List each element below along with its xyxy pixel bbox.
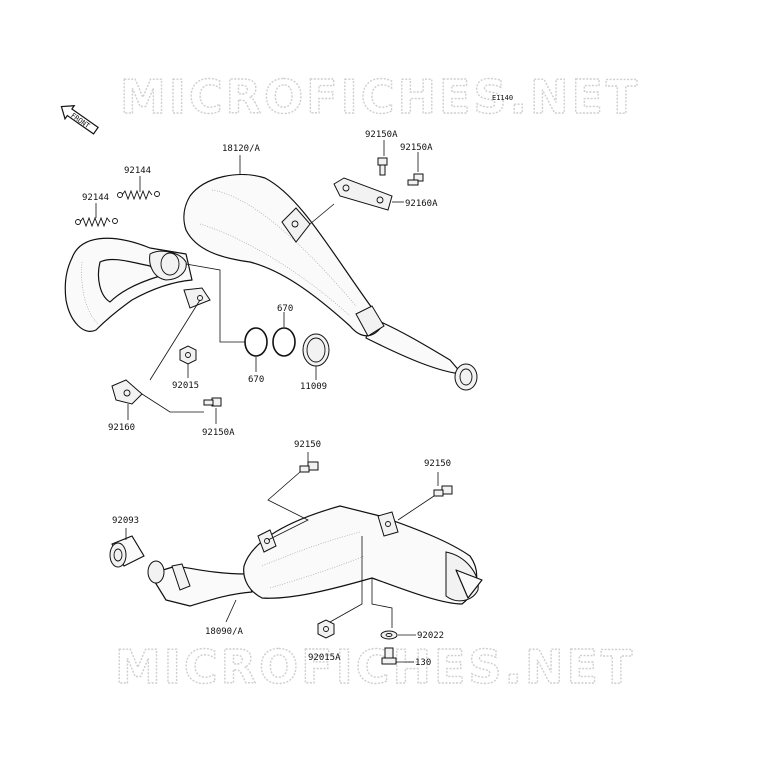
o-ring-670-a — [244, 327, 268, 357]
front-arrow-icon: FRONT — [60, 105, 99, 135]
label-92144-2: 92144 — [82, 193, 109, 203]
gasket-11009 — [302, 333, 330, 367]
label-92022: 92022 — [417, 631, 444, 641]
label-92150A-1: 92150A — [365, 130, 398, 140]
label-130: 130 — [415, 658, 431, 668]
watermark-top: MICROFICHES.NET — [120, 70, 640, 124]
label-92150A-2: 92150A — [400, 143, 433, 153]
label-92160A: 92160A — [405, 199, 438, 209]
bushing-92093 — [109, 535, 145, 568]
label-92150-2: 92150 — [424, 459, 451, 469]
bolt-130 — [381, 647, 397, 665]
diagram-code: E1140 — [492, 94, 513, 102]
label-18090: 18090/A — [205, 627, 244, 637]
o-ring-670-b — [272, 327, 296, 357]
label-670-1: 670 — [277, 304, 293, 314]
washer-92022 — [380, 630, 398, 640]
label-92015A: 92015A — [308, 653, 341, 663]
leader-lines-upper — [95, 140, 419, 424]
label-92150A-3: 92150A — [202, 428, 235, 438]
leader-lines-lower — [125, 452, 439, 663]
silencer — [147, 505, 483, 607]
nut-92015 — [179, 345, 197, 365]
label-18120: 18120/A — [222, 144, 261, 154]
label-92144-1: 92144 — [124, 166, 151, 176]
label-92150-1: 92150 — [294, 440, 321, 450]
expansion-chamber — [64, 173, 478, 391]
bolt-92150A-2 — [407, 173, 424, 186]
label-92093: 92093 — [112, 516, 139, 526]
bracket-92160A — [333, 177, 393, 211]
bolt-92150-1 — [299, 461, 319, 473]
label-11009: 11009 — [300, 382, 327, 392]
watermark-bottom: MICROFICHES.NET — [115, 640, 635, 694]
bracket-92160 — [111, 379, 143, 405]
label-92160: 92160 — [108, 423, 135, 433]
spring-lower — [75, 216, 118, 228]
label-92015: 92015 — [172, 381, 199, 391]
bolt-92150A-3 — [203, 397, 222, 407]
bolt-92150-2 — [433, 485, 453, 497]
nut-92015A — [317, 619, 335, 639]
spring-upper — [117, 189, 160, 201]
label-670-2: 670 — [248, 375, 264, 385]
bolt-92150A-1 — [377, 157, 388, 176]
